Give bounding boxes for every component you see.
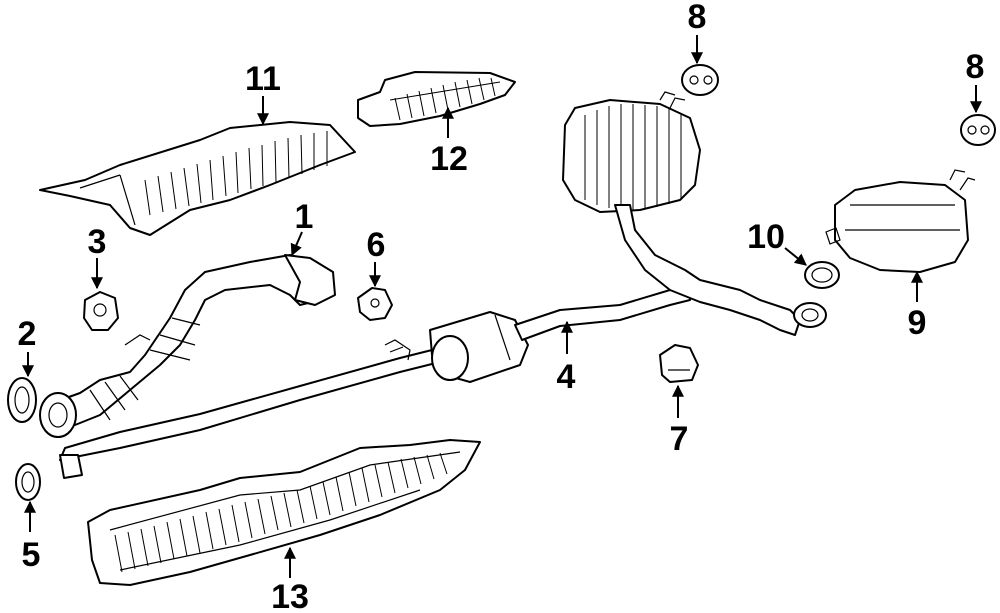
gasket-10 [804,261,840,289]
rear-muffler [825,169,976,273]
front-pipe-catalytic-converter [39,254,336,438]
center-pipe-resonator [59,284,691,479]
callout-label-11: 11 [245,60,281,98]
callout-label-12: 12 [430,140,468,178]
callout-label-5: 5 [22,536,41,574]
callout-label-13: 13 [271,578,309,613]
gasket-2 [7,377,37,423]
callout-label-10: 10 [747,218,785,256]
callout-label-9: 9 [908,304,927,342]
heat-shield-front [39,121,356,236]
main-muffler-assembly [562,91,827,336]
callout-label-8-top: 8 [688,0,707,36]
hanger-6 [357,287,393,321]
hanger-3 [83,291,119,331]
callout-label-4: 4 [557,358,576,396]
callout-label-7: 7 [670,420,689,458]
heat-shield-center [357,71,516,127]
hanger-8-top [681,64,719,96]
callout-label-3: 3 [88,223,107,261]
callout-arrows [22,35,982,578]
heat-shield-under-floor [87,439,481,586]
callout-labels: 1 2 3 4 5 6 7 8 8 9 10 11 12 13 [18,0,985,613]
gasket-5 [15,463,41,501]
callout-label-6: 6 [367,226,386,264]
callout-label-8-right: 8 [966,48,985,86]
callout-label-2: 2 [18,315,37,353]
callout-label-1: 1 [295,198,314,236]
hanger-7 [659,344,699,383]
hanger-8-right [960,114,996,146]
